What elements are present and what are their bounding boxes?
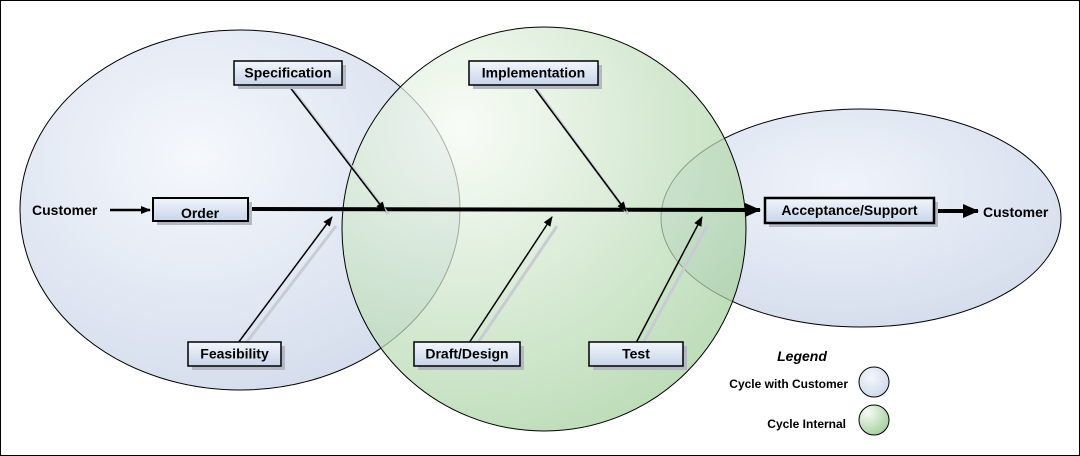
implementation-label: Implementation <box>482 65 585 81</box>
acceptance-support-label: Acceptance/Support <box>781 202 917 218</box>
legend-customer-cycle-label: Cycle with Customer <box>729 377 848 391</box>
branch-test <box>635 216 703 344</box>
test-label: Test <box>622 346 650 362</box>
draft-design-label: Draft/Design <box>425 346 508 362</box>
legend-customer-cycle-swatch <box>858 366 890 398</box>
feasibility-label: Feasibility <box>200 346 269 362</box>
order-box: Order <box>152 197 252 225</box>
branch-feasibility <box>237 216 333 344</box>
branch-implementation <box>532 85 627 212</box>
spine-main-arrow <box>248 202 761 217</box>
right-customer-label: Customer <box>983 204 1049 220</box>
draft-design-box: Draft/Design <box>413 341 524 370</box>
legend-internal-cycle-label: Cycle Internal <box>767 417 846 431</box>
feasibility-box: Feasibility <box>187 341 285 370</box>
branch-specification <box>288 85 386 212</box>
specification-label: Specification <box>244 65 331 81</box>
order-label: Order <box>181 205 220 221</box>
legend-title: Legend <box>777 348 827 364</box>
implementation-box: Implementation <box>468 60 602 89</box>
specification-box: Specification <box>233 60 346 89</box>
branch-draft-design <box>468 216 553 344</box>
test-box: Test <box>588 341 687 370</box>
legend: Legend Cycle with Customer Cycle Interna… <box>729 348 890 436</box>
legend-internal-cycle-swatch <box>858 404 890 436</box>
acceptance-support-box: Acceptance/Support <box>763 196 938 227</box>
left-customer-label: Customer <box>32 202 98 218</box>
